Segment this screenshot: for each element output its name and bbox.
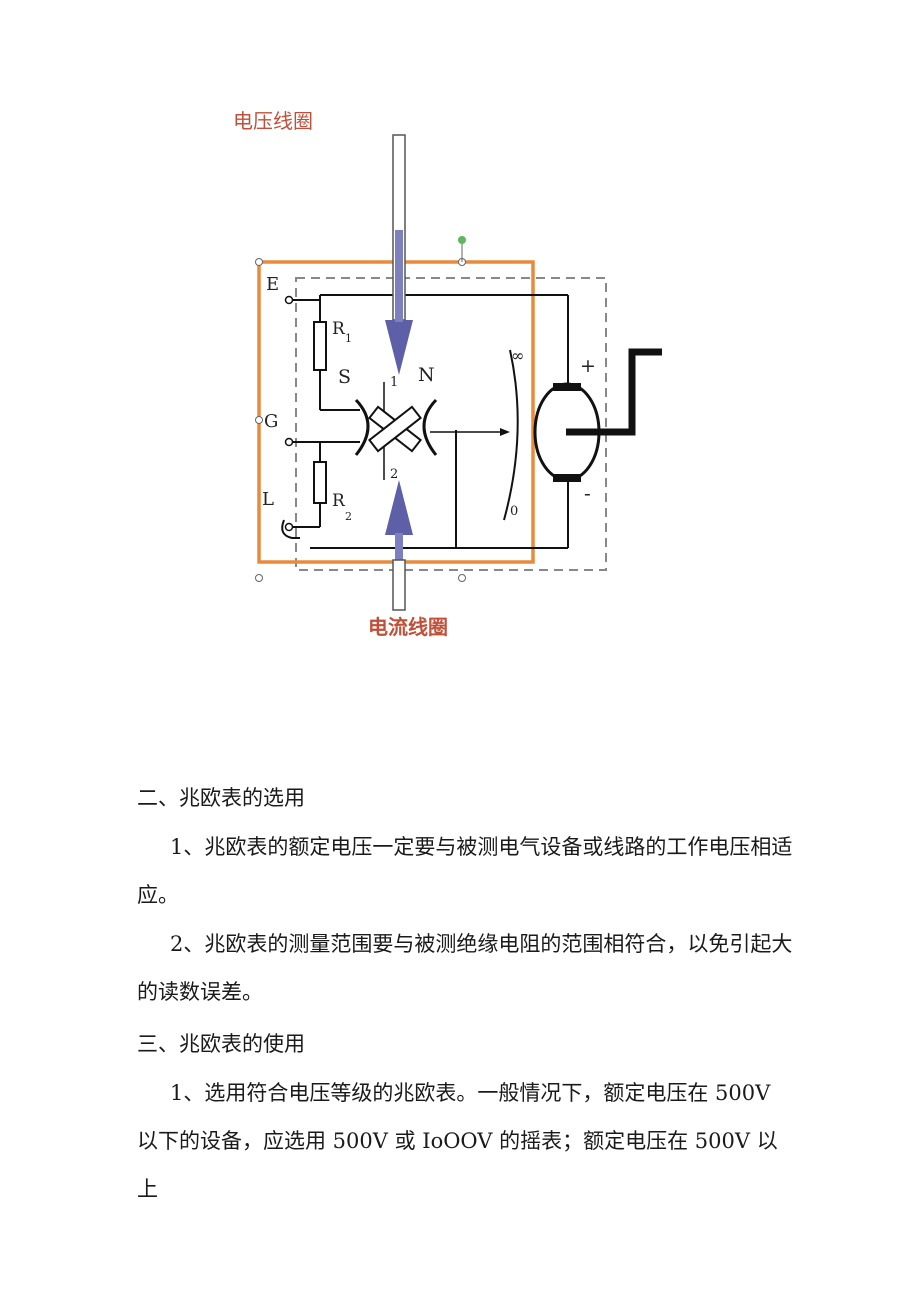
section-2-item-2: 2、兆欧表的测量范围要与被测绝缘电阻的范围相符合，以免引起大的读数误差。 xyxy=(137,932,793,1004)
crank-handle xyxy=(566,348,662,436)
section-2-item-1: 1、兆欧表的额定电压一定要与被测电气设备或线路的工作电压相适应。 xyxy=(137,835,793,907)
selection-handles xyxy=(255,258,466,582)
generator-plus-label: + xyxy=(580,355,596,377)
resistor-r1-subscript: 1 xyxy=(345,332,352,345)
scale-arc xyxy=(503,349,519,521)
voltage-coil-arrow xyxy=(385,134,413,375)
pole-s-label: S xyxy=(338,366,351,388)
resistor-r2-subscript: 2 xyxy=(345,510,352,523)
circuit-wires xyxy=(281,294,569,549)
current-coil-label: 电流线圈 xyxy=(368,615,448,639)
megohmmeter-circuit-diagram: 电压线圈 xyxy=(233,109,662,639)
rotate-handle xyxy=(458,236,466,244)
section-3-item-1: 1、选用符合电压等级的兆欧表。一般情况下，额定电压在 500V 以下的设备，应选… xyxy=(137,1081,778,1201)
resistor-r2-label: R xyxy=(332,491,346,511)
resistor-r2 xyxy=(313,461,327,504)
scale-zero-label: 0 xyxy=(510,504,518,519)
terminals xyxy=(284,295,294,532)
coil-1-label: 1 xyxy=(390,375,398,390)
section-2-heading: 二、兆欧表的选用 xyxy=(137,786,305,810)
scale-infinity-label: ∞ xyxy=(511,346,524,365)
voltage-coil-label: 电压线圈 xyxy=(233,109,313,133)
terminal-l-label: L xyxy=(262,489,274,510)
coil-2-label: 2 xyxy=(390,467,398,482)
generator-minus-label: - xyxy=(584,481,591,505)
section-3-heading: 三、兆欧表的使用 xyxy=(137,1032,305,1056)
terminal-e-label: E xyxy=(266,274,279,295)
crossed-coils xyxy=(368,405,422,453)
resistor-r1-label: R xyxy=(332,319,346,339)
pole-n-label: N xyxy=(418,364,435,386)
dashed-enclosure xyxy=(295,277,607,571)
terminal-g-label: G xyxy=(264,411,278,432)
resistor-r1 xyxy=(313,321,327,371)
current-coil-arrow xyxy=(385,480,413,611)
